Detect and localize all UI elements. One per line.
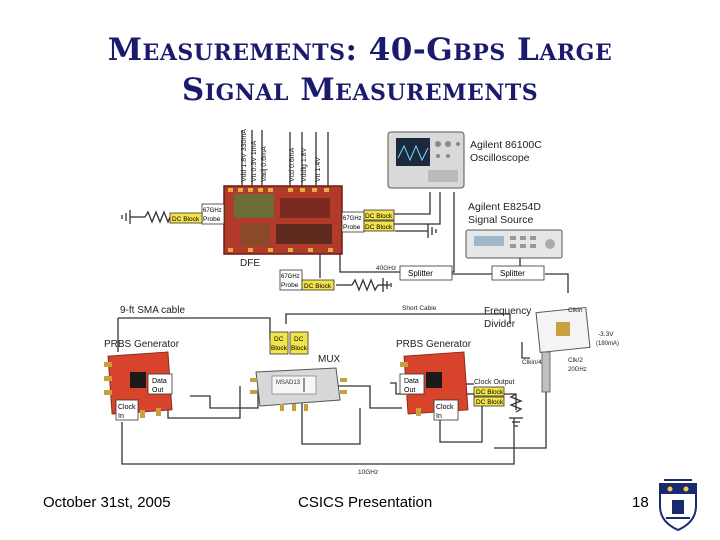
svg-text:67GHz: 67GHz — [203, 208, 222, 214]
measurement-setup-diagram: Vdd 1.8V 330mA Vtt 0.3V 1mA Vadj 0.6mA V… — [104, 129, 619, 476]
sma-cable-label: 9-ft SMA cable — [120, 305, 185, 316]
svg-text:DC Block: DC Block — [476, 399, 504, 406]
svg-text:DC: DC — [274, 336, 284, 343]
ground-icon — [382, 278, 392, 292]
svg-text:DC Block: DC Block — [304, 283, 332, 290]
freq-divider-label-1: Frequency — [484, 306, 531, 317]
freq-divider-label-2: Divider — [484, 319, 516, 330]
prbs-right-label: PRBS Generator — [396, 339, 472, 350]
svg-text:DC Block: DC Block — [365, 224, 393, 231]
svg-text:Block: Block — [291, 345, 308, 352]
svg-text:67GHz: 67GHz — [343, 216, 362, 222]
frequency-divider-board — [535, 306, 591, 354]
mux-board — [250, 367, 347, 411]
svg-text:Out: Out — [152, 387, 163, 394]
data-out-left: Data Out — [147, 373, 173, 395]
svg-text:Data: Data — [152, 378, 167, 385]
resistor-icon — [509, 393, 523, 413]
clk2-label: Clk/2 — [568, 357, 583, 364]
dc-block-left: DC Block — [169, 212, 203, 224]
footer-date: October 31st, 2005 — [43, 494, 171, 511]
supply-label: Vddlg 1.8V — [301, 147, 308, 182]
clock-output-dc-block-2: DC Block — [473, 396, 505, 407]
signal-source-model: Agilent E8254D — [468, 201, 541, 213]
dc-block-bottom: DC Block — [301, 279, 335, 291]
svg-text:DC Block: DC Block — [172, 216, 200, 223]
oscilloscope-type: Oscilloscope — [470, 152, 530, 164]
freq-40ghz-label: 40GHz — [376, 265, 396, 272]
slide-title: Measurements: 40-Gbps Large Signal Measu… — [0, 30, 720, 110]
clock-output-dc-block-1: DC Block — [473, 386, 505, 397]
oscilloscope-instrument — [387, 131, 465, 189]
svg-text:Probe: Probe — [343, 224, 361, 231]
title-line-1: Measurements: 40-Gbps Large — [107, 32, 613, 68]
supply-label: Vdd 1.8V 330mA — [241, 129, 248, 182]
supply-label: Vtt 1.4V — [315, 157, 322, 182]
university-crest-icon — [659, 479, 697, 532]
mux-chip-label: MSAD13 — [276, 380, 301, 386]
svg-text:DC Block: DC Block — [476, 389, 504, 396]
svg-text:Clock: Clock — [436, 404, 454, 411]
clk2-frequency: 20GHz — [568, 367, 587, 373]
dc-block-right-top: DC Block — [363, 209, 395, 221]
dc-block-right-bottom: DC Block — [363, 220, 395, 232]
mux-dc-block-left: DC Block — [269, 331, 289, 355]
signal-source-type: Signal Source — [468, 214, 534, 226]
clock-in-right: Clock In — [433, 399, 459, 421]
short-cable-label: Short Cable — [402, 305, 437, 312]
clkin-label: Clkin — [568, 307, 583, 314]
svg-text:Data: Data — [404, 378, 419, 385]
title-line-2: Signal Measurements — [181, 72, 539, 108]
probe-67ghz-left: 67GHz Probe — [201, 203, 225, 225]
bias-current: (180mA) — [596, 341, 619, 347]
mux-dc-block-right: DC Block — [289, 331, 309, 355]
ground-icon — [121, 210, 131, 224]
footer-presentation: CSICS Presentation — [298, 494, 433, 511]
page-number: 18 — [632, 494, 649, 511]
data-out-right: Data Out — [399, 373, 425, 395]
svg-text:In: In — [118, 413, 124, 420]
ground-icon — [427, 224, 437, 238]
svg-text:Probe: Probe — [281, 282, 299, 289]
freq-10ghz-label: 10GHz — [358, 469, 378, 476]
svg-text:Splitter: Splitter — [500, 269, 525, 278]
splitter-right: Splitter — [491, 265, 545, 281]
supply-label: Vtt 0.3V 1mA — [251, 140, 258, 182]
oscilloscope-model: Agilent 86100C — [470, 139, 542, 151]
resistor-icon — [144, 210, 171, 224]
svg-text:DC: DC — [294, 336, 304, 343]
prbs-left-label: PRBS Generator — [104, 339, 180, 350]
probe-67ghz-right: 67GHz Probe — [341, 211, 365, 233]
svg-text:67GHz: 67GHz — [281, 274, 300, 280]
svg-text:Out: Out — [404, 387, 415, 394]
svg-text:DC Block: DC Block — [365, 213, 393, 220]
supply-label: Vadj 0.6mA — [261, 146, 268, 182]
probe-67ghz-bottom: 67GHz Probe — [279, 269, 303, 291]
supply-labels: Vdd 1.8V 330mA Vtt 0.3V 1mA Vadj 0.6mA V… — [241, 129, 322, 182]
clock-output-label: Clock Output — [474, 379, 515, 386]
dfe-chip — [223, 185, 343, 255]
resistor-icon — [351, 278, 379, 292]
clock-in-left: Clock In — [115, 399, 139, 421]
svg-text:Probe: Probe — [203, 216, 221, 223]
splitter-left: Splitter — [399, 265, 453, 281]
wiring — [117, 130, 569, 465]
dfe-label: DFE — [240, 258, 260, 269]
clkin4-label: Clkin/4 — [522, 359, 542, 366]
attenuator — [541, 351, 551, 393]
mux-label: MUX — [318, 354, 341, 365]
ground-icon — [509, 417, 523, 427]
signal-source-instrument — [465, 229, 563, 259]
svg-text:Splitter: Splitter — [408, 269, 433, 278]
svg-text:In: In — [436, 413, 442, 420]
svg-text:Block: Block — [271, 345, 288, 352]
supply-label: Vcd 0.6mA — [289, 147, 296, 182]
bias-voltage: -3.3V — [598, 331, 614, 338]
svg-text:Clock: Clock — [118, 404, 136, 411]
